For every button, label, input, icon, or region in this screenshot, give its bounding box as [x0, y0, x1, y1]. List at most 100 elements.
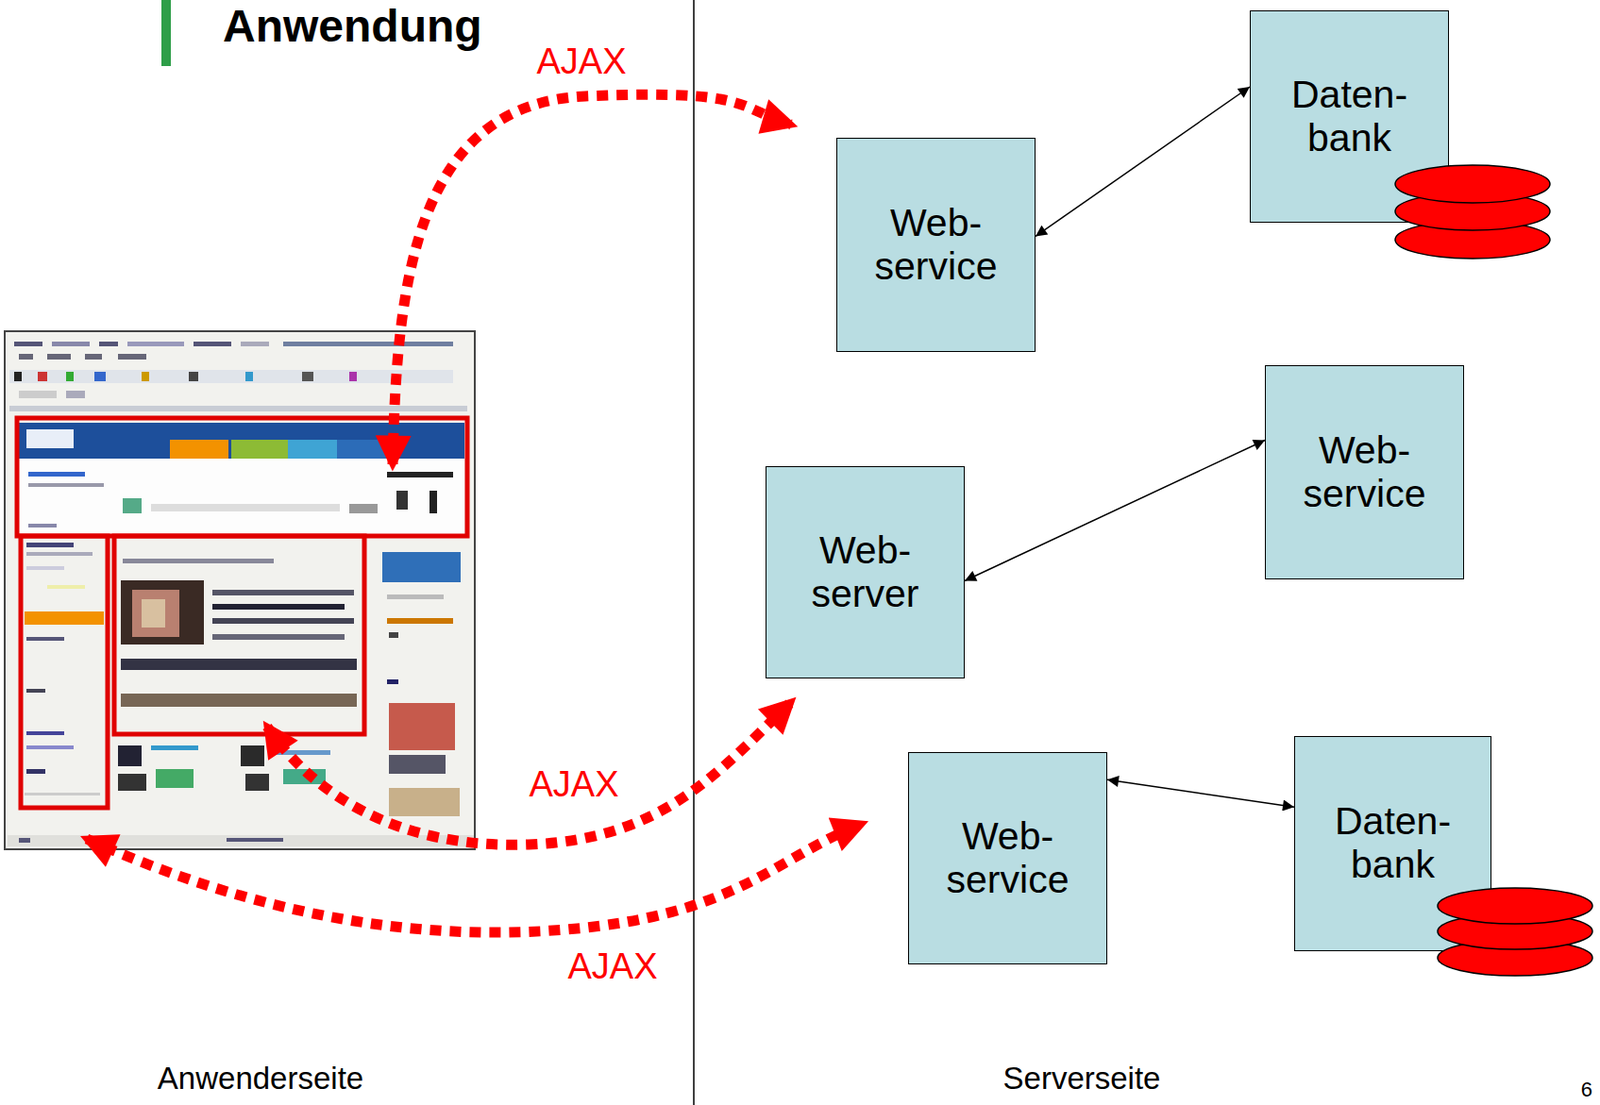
pixel — [37, 371, 48, 382]
pixel — [151, 504, 340, 512]
pixel — [226, 838, 284, 843]
pixel — [26, 689, 46, 693]
pixel — [26, 731, 65, 736]
database-symbol — [1395, 165, 1550, 259]
box-label: Daten- bank — [1291, 73, 1408, 161]
box-label: Web- server — [811, 529, 920, 617]
pixel — [387, 679, 399, 685]
database-box: Daten- bank — [1249, 10, 1449, 223]
database-disc — [1395, 220, 1550, 259]
ajax-arrow — [267, 702, 792, 845]
pixel — [141, 371, 150, 382]
pixel — [396, 490, 408, 510]
tab — [287, 439, 337, 459]
side-label: Anwenderseite — [153, 1061, 368, 1097]
pixel — [273, 750, 331, 756]
pixel — [18, 458, 465, 535]
pixel — [14, 371, 22, 382]
pixel — [24, 611, 104, 625]
pixel — [387, 618, 454, 624]
pixel — [24, 792, 101, 796]
pixel — [26, 429, 74, 449]
pixel — [14, 341, 43, 347]
box-label: Web- service — [946, 815, 1070, 903]
box-label: Daten- bank — [1334, 800, 1451, 888]
pixel — [9, 405, 468, 412]
pixel — [117, 745, 142, 767]
pixel — [99, 341, 118, 347]
side-label: Serverseite — [999, 1061, 1165, 1097]
slide-title: Anwendung — [222, 1, 483, 52]
pixel — [94, 371, 106, 382]
server-box: Web- server — [765, 466, 965, 679]
accent-bar — [161, 0, 171, 67]
box-label: Web- service — [875, 202, 998, 289]
pixel — [212, 618, 354, 624]
pixel — [349, 504, 378, 514]
status-bar — [7, 835, 474, 847]
pixel — [240, 745, 265, 767]
pixel — [387, 471, 454, 478]
pixel — [388, 755, 446, 775]
pixel — [155, 769, 194, 789]
pixel — [28, 483, 104, 488]
photo — [120, 580, 204, 645]
pixel — [188, 371, 199, 382]
pixel — [28, 471, 85, 477]
pixel — [283, 341, 454, 347]
pixel — [388, 632, 399, 639]
service-box: Web- service — [908, 752, 1108, 965]
tab — [336, 439, 394, 459]
pixel — [47, 353, 71, 360]
database-disc — [1437, 940, 1593, 977]
service-box: Web- service — [836, 137, 1036, 353]
pixel — [120, 658, 357, 671]
page-number: 6 — [1577, 1078, 1597, 1103]
database-symbol — [1437, 888, 1593, 977]
toolbar — [9, 370, 454, 384]
ajax-arrow — [86, 824, 862, 933]
database-disc — [1437, 888, 1593, 925]
protocol-label: AJAX — [524, 764, 623, 807]
pixel — [18, 838, 31, 843]
tab — [169, 439, 229, 459]
box-label: Web- service — [1303, 429, 1427, 517]
service-box: Web- service — [1264, 365, 1465, 580]
region-outline — [20, 536, 108, 809]
pixel — [18, 353, 34, 360]
pixel — [132, 589, 180, 638]
page-header — [18, 422, 465, 459]
pixel — [388, 703, 455, 751]
divider-line — [692, 0, 695, 1105]
pixel — [26, 552, 93, 556]
database-disc — [1395, 165, 1550, 203]
pixel — [382, 552, 461, 583]
database-box: Daten- bank — [1294, 736, 1492, 952]
connector — [964, 439, 1265, 581]
pixel — [302, 371, 314, 382]
pixel — [28, 523, 57, 528]
pixel — [84, 353, 102, 360]
pixel — [193, 341, 232, 347]
pixel — [151, 745, 199, 751]
pixel — [429, 490, 438, 514]
database-disc — [1395, 192, 1550, 231]
pixel — [122, 498, 142, 514]
pixel — [120, 693, 357, 708]
pixel — [245, 371, 253, 382]
pixel — [245, 774, 270, 792]
protocol-label: AJAX — [532, 41, 630, 84]
pixel — [240, 341, 270, 347]
ajax-arrows — [86, 94, 862, 933]
pixel — [349, 371, 357, 382]
pixel — [26, 769, 46, 775]
database-disc — [1437, 913, 1593, 950]
pixel — [18, 390, 57, 399]
pixel — [388, 788, 460, 817]
pixel — [117, 353, 147, 360]
pixel — [26, 637, 65, 641]
pixel — [212, 604, 345, 610]
browser-screenshot — [4, 331, 475, 850]
